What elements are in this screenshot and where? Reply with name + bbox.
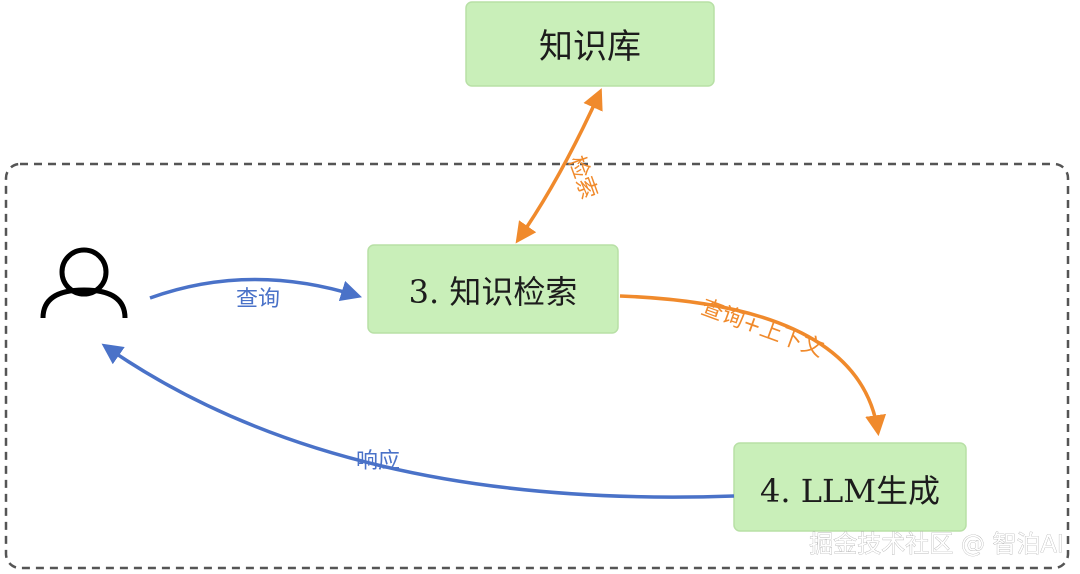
retrieval-label: 3. 知识检索	[409, 273, 578, 311]
knowledge-base-label: 知识库	[539, 27, 641, 67]
response-arrow	[101, 343, 735, 499]
query-context-arrow	[619, 294, 887, 437]
generation-label: 4. LLM生成	[760, 472, 940, 510]
knowledge-base-node: 知识库	[465, 1, 715, 87]
response-label: 响应	[356, 449, 400, 474]
query-arrow	[149, 277, 363, 301]
query-context-label: 查询+上下文	[698, 295, 827, 362]
retrieval-node: 3. 知识检索	[367, 244, 619, 334]
generation-node: 4. LLM生成	[733, 442, 967, 532]
user-icon	[40, 247, 128, 319]
retrieve-arrow	[515, 88, 603, 244]
watermark: 掘金技术社区 @ 智泊AI	[809, 530, 1064, 558]
query-label: 查询	[236, 287, 280, 312]
retrieve-label: 检索	[563, 153, 602, 203]
